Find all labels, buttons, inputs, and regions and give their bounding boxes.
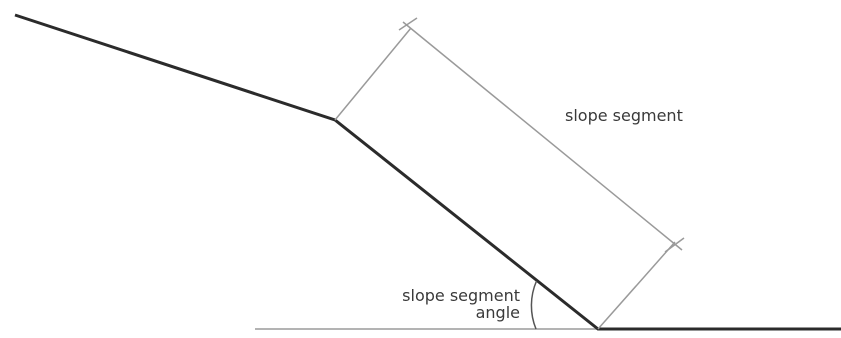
terrain-profile-line <box>14 13 841 331</box>
angle-arc <box>530 280 538 330</box>
slope-segment-angle-label: slope segment angle <box>372 287 520 321</box>
slope-segment-angle-label-line2: angle <box>475 303 520 322</box>
dimension-tick-top <box>398 17 418 31</box>
slope-segment-angle-label-line1: slope segment <box>402 286 520 305</box>
dimension-tick-bottom <box>664 237 685 253</box>
dimension-line <box>402 21 683 251</box>
extension-line-top <box>334 27 412 121</box>
extension-line-bottom <box>597 241 676 330</box>
slope-segment-label: slope segment <box>565 106 683 125</box>
